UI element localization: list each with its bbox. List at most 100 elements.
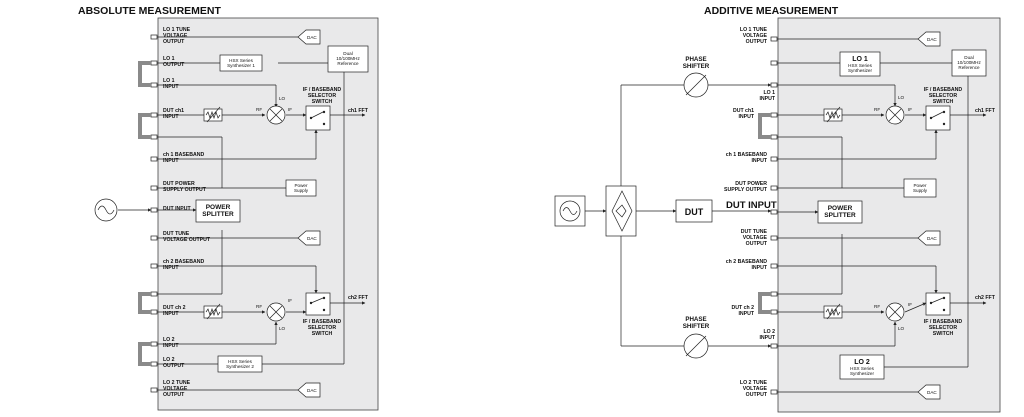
power-splitter-block	[817, 200, 863, 224]
dac-label-middle: DAC	[307, 236, 317, 241]
sine-wave-icon	[562, 207, 578, 215]
svg-text:RF: RF	[256, 107, 262, 112]
dac-label-bottom: DAC	[307, 388, 317, 393]
dac-label-middle: DAC	[927, 236, 937, 241]
ch2-loop-cable-additive	[758, 292, 771, 314]
dac-label-top: DAC	[927, 37, 937, 42]
power-supply-block	[285, 179, 317, 197]
svg-text:LO: LO	[279, 96, 286, 101]
dac-label-bottom: DAC	[927, 390, 937, 395]
selector-switch-bottom	[305, 292, 331, 316]
selector-switch-top	[305, 105, 331, 131]
synthesizer-2-block	[217, 355, 263, 373]
svg-text:LO: LO	[898, 95, 905, 100]
attenuator-ch2	[203, 303, 223, 320]
dac-block-bottom	[917, 384, 941, 400]
dual-reference-block	[951, 49, 987, 77]
additive-wiring	[777, 38, 987, 393]
svg-text:RF: RF	[874, 107, 880, 112]
power-supply-block	[903, 178, 937, 198]
mixer-ch1	[885, 105, 905, 125]
dac-block-top	[297, 29, 321, 45]
ch1-fft-label: ch1 FFT	[348, 108, 369, 114]
dac-block-bottom	[297, 382, 321, 398]
phase-shifter-bottom	[683, 333, 709, 359]
dut-input-label: DUT INPUT	[726, 200, 777, 211]
splitter-block	[605, 185, 637, 237]
ch1-fft-label: ch1 FFT	[975, 108, 996, 114]
absolute-ports	[150, 34, 158, 393]
dual-reference-block	[327, 45, 369, 73]
svg-text:IF: IF	[288, 298, 292, 303]
svg-text:LO 2: LO 2	[854, 359, 870, 366]
mixer-ch1	[266, 105, 286, 125]
selector-switch-bottom	[925, 292, 951, 316]
svg-text:IF: IF	[288, 107, 292, 112]
svg-text:DUT INPUT: DUT INPUT	[163, 206, 191, 212]
svg-text:LO: LO	[279, 326, 286, 331]
sine-wave-icon	[97, 205, 115, 215]
dut-label: DUT	[685, 207, 704, 217]
ch2-fft-label: ch2 FFT	[348, 295, 369, 301]
attenuator-ch1	[823, 106, 843, 123]
absolute-instrument-box	[157, 17, 379, 411]
svg-text:LO 1: LO 1	[852, 56, 868, 63]
dac-label-top: DAC	[307, 35, 317, 40]
lo1-loop-cable	[138, 61, 151, 87]
phase-shifter-top	[683, 72, 709, 98]
dac-block-middle	[297, 230, 321, 246]
additive-title: ADDITIVE MEASUREMENT	[704, 5, 839, 17]
svg-text:LO: LO	[898, 326, 905, 331]
mixer-ch2	[266, 302, 286, 322]
ch1-loop-cable	[138, 113, 151, 139]
ch2-fft-label: ch2 FFT	[975, 295, 996, 301]
ch1-loop-cable-additive	[758, 113, 771, 139]
svg-text:RF: RF	[256, 304, 262, 309]
lo1-synthesizer-block	[839, 51, 881, 77]
dac-block-top	[917, 31, 941, 47]
svg-text:IF: IF	[908, 302, 912, 307]
synthesizer-1-block	[219, 54, 263, 72]
additive-instrument-box	[777, 17, 1001, 413]
